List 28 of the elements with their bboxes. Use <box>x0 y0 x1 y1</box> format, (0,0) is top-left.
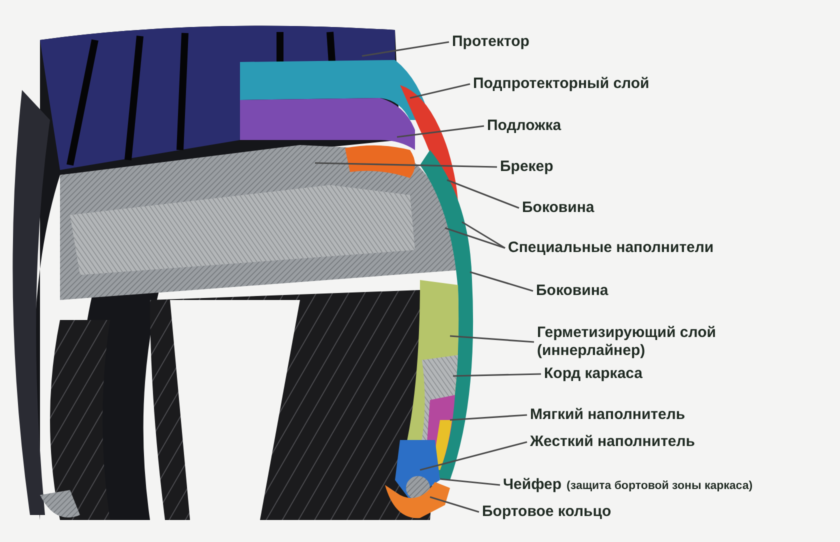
part-label: Чейфер <box>503 476 562 494</box>
part-label: Бортовое кольцо <box>482 503 612 521</box>
leader-line <box>314 162 498 168</box>
leader-line <box>452 373 542 377</box>
leader-line <box>446 179 520 209</box>
part-label: Подпротекторный слой <box>473 75 650 93</box>
leader-line <box>444 227 506 249</box>
part-label: Жесткий наполнитель <box>530 433 696 451</box>
part-label: Мягкий наполнитель <box>530 406 686 424</box>
part-label: Боковина <box>522 199 594 217</box>
leader-line <box>396 125 484 138</box>
part-label: Подложка <box>487 117 562 135</box>
part-label: Герметизирующий слой (иннерлайнер) <box>537 324 717 360</box>
part-label: Брекер <box>500 158 554 176</box>
leader-line <box>362 41 450 57</box>
part-label: Специальные наполнители <box>508 239 714 257</box>
leader-line <box>410 83 470 99</box>
part-label: Боковина <box>536 282 608 300</box>
part-label: Корд каркаса <box>544 365 643 383</box>
part-label: Протектор <box>452 33 530 51</box>
leader-line <box>450 414 528 421</box>
leader-line <box>440 478 500 486</box>
leader-line <box>420 441 528 471</box>
leader-line <box>470 271 534 292</box>
leader-line <box>450 335 534 343</box>
part-note: (защита бортовой зоны каркаса) <box>566 479 753 494</box>
leader-line <box>462 221 506 249</box>
leader-line <box>430 496 480 513</box>
